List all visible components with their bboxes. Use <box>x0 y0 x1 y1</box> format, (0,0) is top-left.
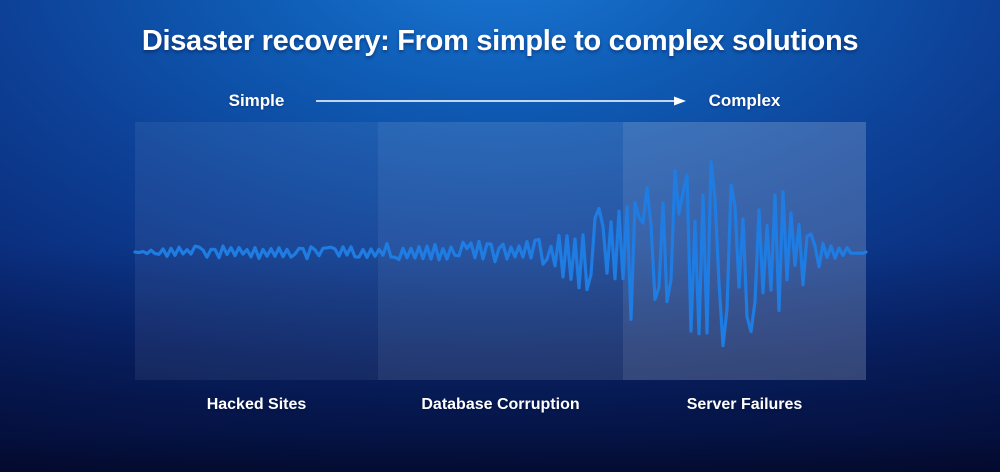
panel-hacked-sites <box>135 122 378 380</box>
simple-label: Simple <box>228 91 285 110</box>
page-title: Disaster recovery: From simple to comple… <box>141 25 859 57</box>
section-label-server-failures: Server Failures <box>686 396 803 413</box>
complex-label: Complex <box>708 91 781 110</box>
arrow-right-icon <box>316 96 686 106</box>
section-label-hacked-sites: Hacked Sites <box>206 396 307 413</box>
panel-database-corruption <box>378 122 623 380</box>
panel-server-failures <box>623 122 866 380</box>
section-label-database-corruption: Database Corruption <box>421 396 580 413</box>
